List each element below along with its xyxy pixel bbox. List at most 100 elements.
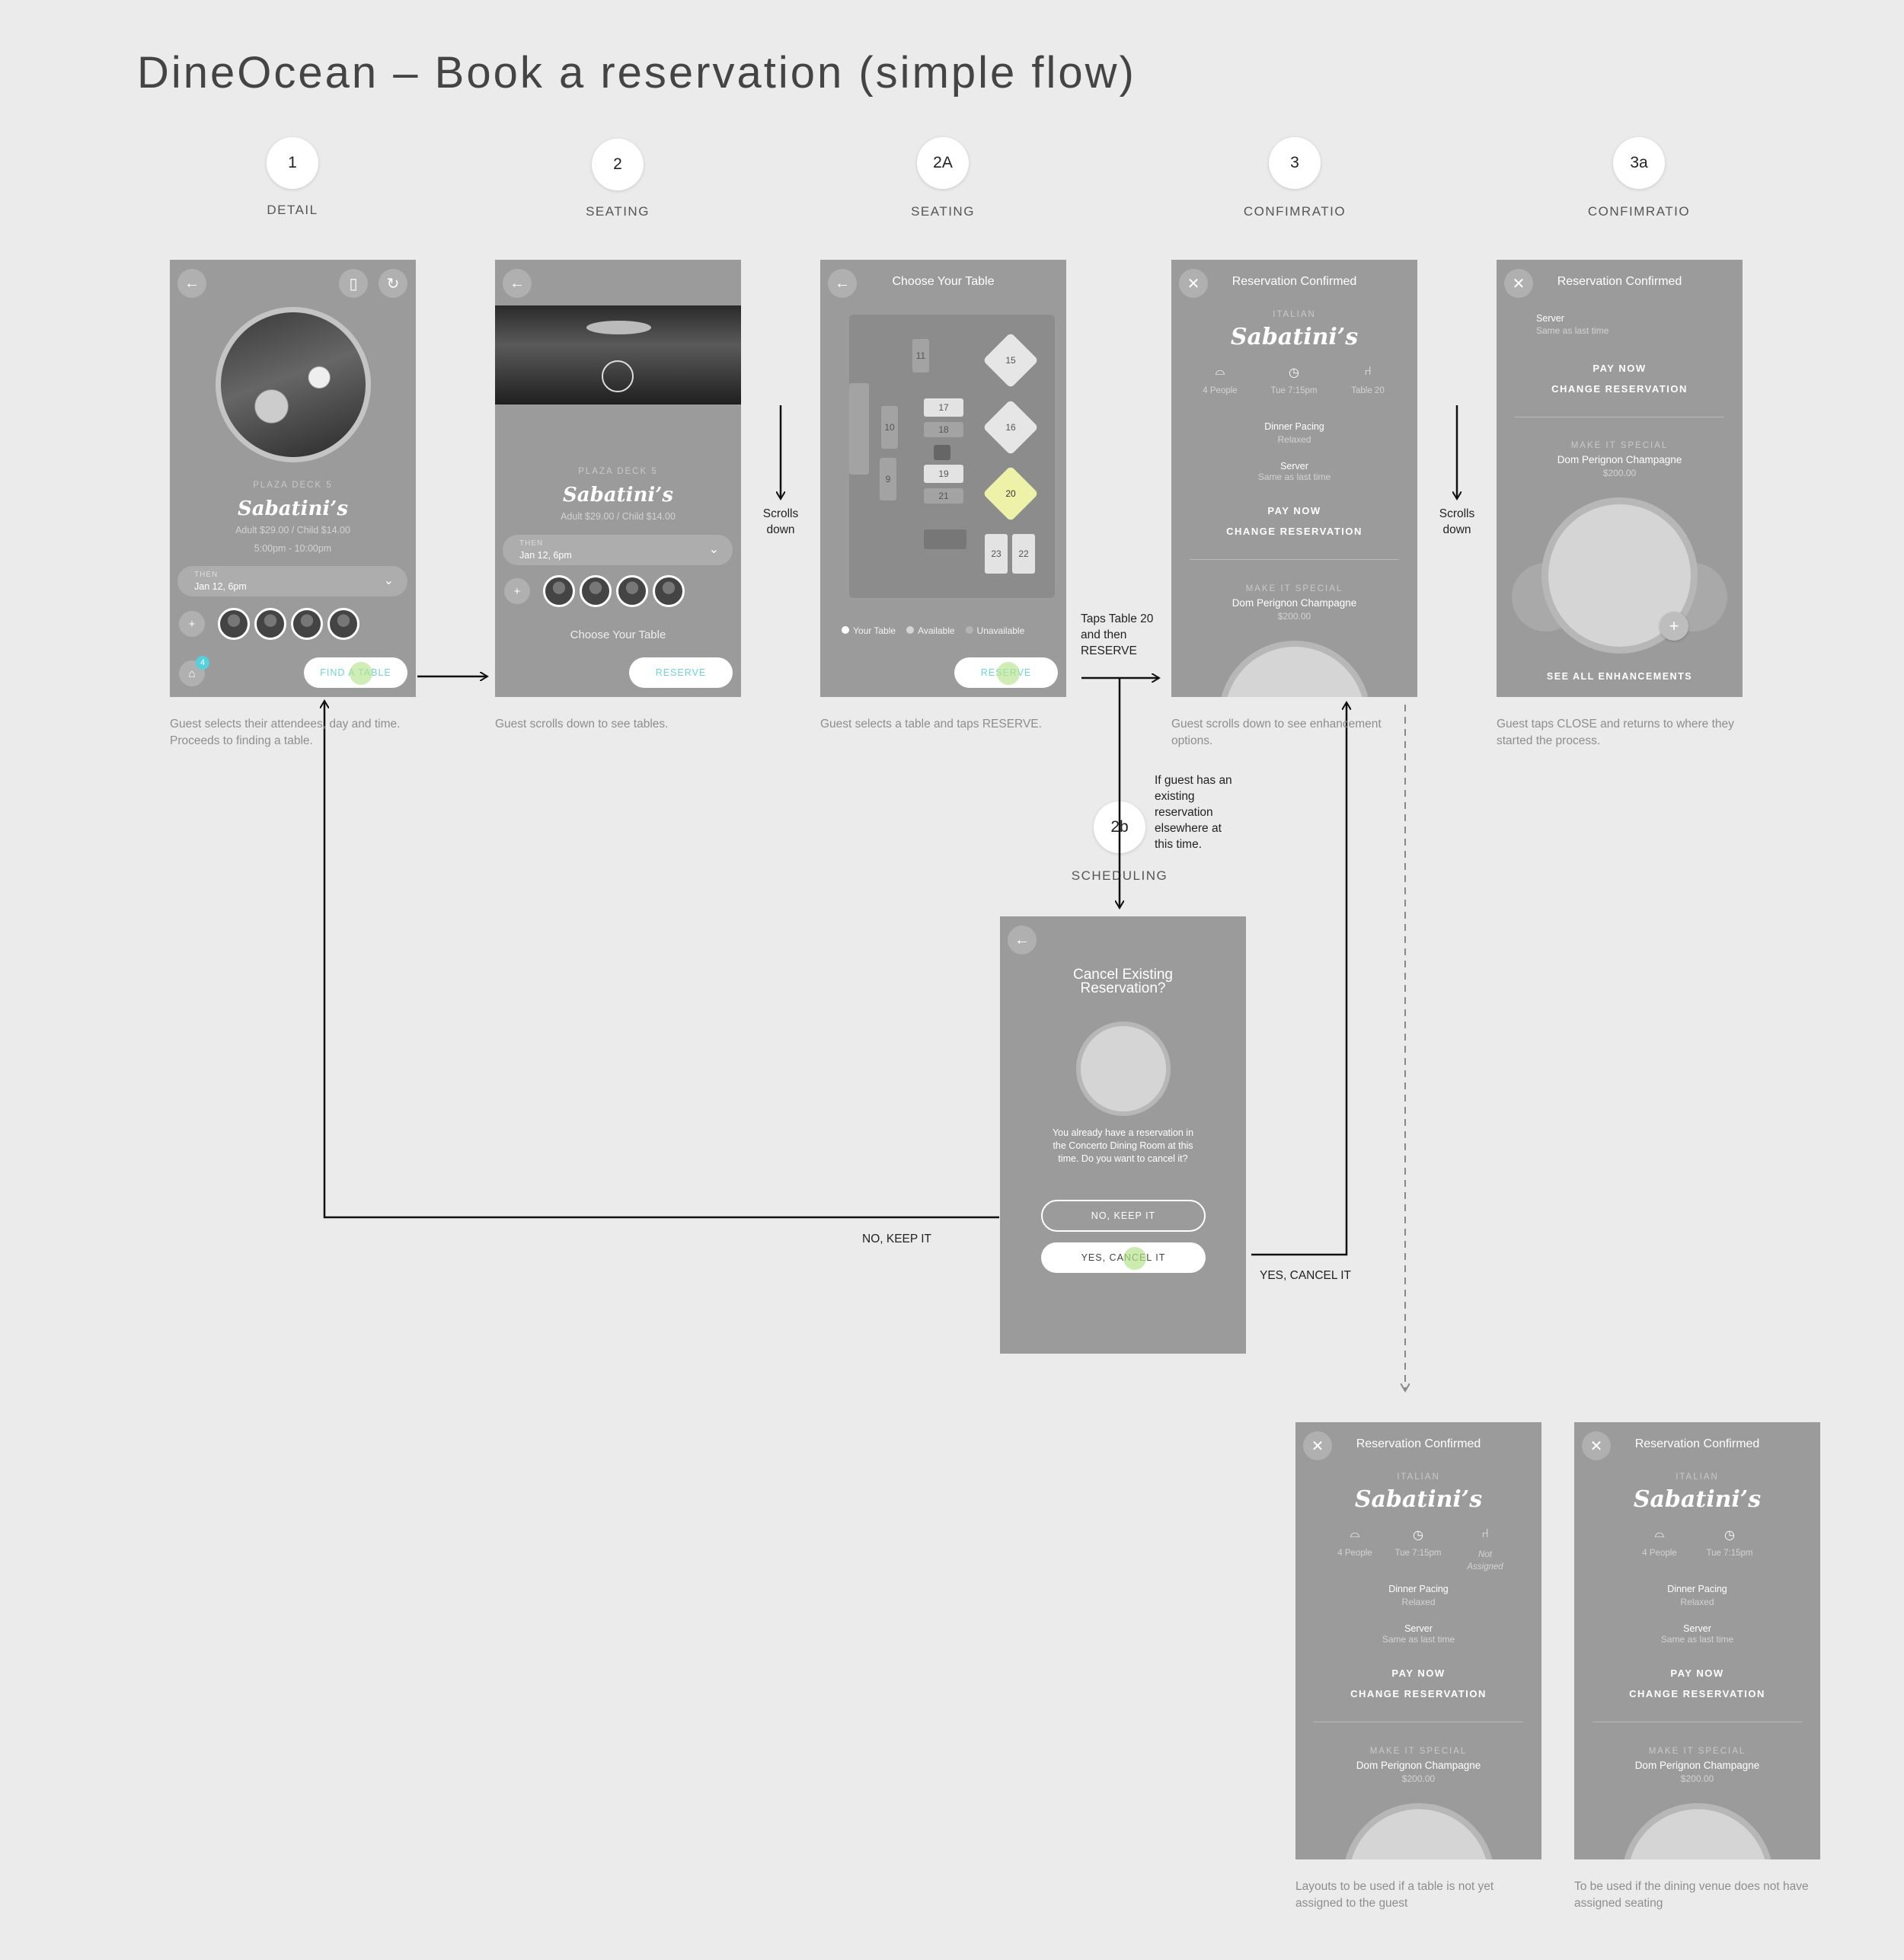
- bookmark-icon[interactable]: ▯: [339, 269, 368, 298]
- enhancement-image[interactable]: [1541, 497, 1698, 654]
- caption-variant-not-assigned: Layouts to be used if a table is not yet…: [1295, 1880, 1494, 1910]
- date-selector[interactable]: THEN Jan 12, 6pm ⌄: [503, 535, 733, 565]
- clock-icon: ◷: [1289, 366, 1299, 379]
- table-23[interactable]: 23: [985, 534, 1008, 574]
- share-icon[interactable]: ↻: [379, 269, 407, 298]
- venue-name: Sabatini’s: [1633, 1486, 1762, 1513]
- change-reservation-link[interactable]: CHANGE RESERVATION: [1226, 526, 1363, 537]
- back-icon[interactable]: ←: [1008, 926, 1037, 954]
- close-icon[interactable]: ✕: [1303, 1431, 1332, 1460]
- clock-icon: ◷: [1413, 1529, 1423, 1542]
- close-icon[interactable]: ✕: [1582, 1431, 1611, 1460]
- attendee-avatar[interactable]: [580, 575, 612, 607]
- add-enhancement-icon[interactable]: +: [1660, 612, 1688, 641]
- screen-header: Reservation Confirmed: [1557, 275, 1682, 288]
- price-text: Adult $29.00 / Child $14.00: [561, 511, 676, 522]
- change-reservation-link[interactable]: CHANGE RESERVATION: [1350, 1688, 1487, 1699]
- attendee-avatar[interactable]: [653, 575, 685, 607]
- pay-now-link[interactable]: PAY NOW: [1593, 363, 1647, 374]
- pacing-value: Relaxed: [1680, 1597, 1714, 1607]
- table-19[interactable]: 19: [924, 465, 963, 483]
- attendee-avatar[interactable]: [616, 575, 648, 607]
- close-icon[interactable]: ✕: [1504, 269, 1533, 298]
- deck-label: PLAZA DECK 5: [253, 481, 333, 490]
- table-16-label: 16: [1005, 422, 1016, 433]
- screen-header: Reservation Confirmed: [1356, 1437, 1481, 1450]
- screen-detail: ← ▯ ↻ PLAZA DECK 5 Sabatini’s Adult $29.…: [170, 260, 416, 697]
- hours-text: 5:00pm - 10:00pm: [254, 543, 332, 554]
- enhancement-price: $200.00: [1680, 1773, 1714, 1784]
- caption-variant-no-seating: To be used if the dining venue does not …: [1574, 1880, 1809, 1910]
- table-22[interactable]: 22: [1012, 534, 1035, 574]
- section-heading: Choose Your Table: [570, 628, 666, 641]
- cuisine-label: ITALIAN: [1397, 1472, 1440, 1482]
- table-17[interactable]: 17: [924, 398, 963, 417]
- step-marker-2a: 2A: [917, 137, 969, 189]
- date-selector[interactable]: THEN Jan 12, 6pm ⌄: [177, 566, 407, 596]
- screen-choose-table: ← Choose Your Table 10 9 11 17 18 19 21 …: [820, 260, 1066, 697]
- pacing-value: Relaxed: [1401, 1597, 1436, 1607]
- back-icon[interactable]: ←: [503, 269, 532, 298]
- legend-available: Available: [906, 625, 955, 636]
- pacing-label: Dinner Pacing: [1388, 1584, 1449, 1594]
- venue-name: Sabatini’s: [1230, 324, 1359, 350]
- server-label: Server: [1536, 313, 1564, 324]
- change-reservation-link[interactable]: CHANGE RESERVATION: [1629, 1688, 1765, 1699]
- change-reservation-link[interactable]: CHANGE RESERVATION: [1551, 383, 1688, 395]
- step-label-3a: CONFIMRATIO: [1587, 204, 1691, 219]
- server-label: Server: [1404, 1623, 1433, 1634]
- pay-now-link[interactable]: PAY NOW: [1267, 505, 1321, 516]
- back-icon[interactable]: ←: [177, 269, 206, 298]
- enhancement-name: Dom Perignon Champagne: [1356, 1760, 1481, 1771]
- see-all-enhancements-link[interactable]: SEE ALL ENHANCEMENTS: [1546, 671, 1693, 682]
- table-legend: Your Table Available Unavailable: [842, 625, 1024, 636]
- back-icon[interactable]: ←: [828, 269, 857, 298]
- reservation-time: Tue 7:15pm: [1394, 1549, 1442, 1558]
- enhancement-name: Dom Perignon Champagne: [1557, 454, 1682, 465]
- deck-label: PLAZA DECK 5: [578, 467, 658, 476]
- no-keep-it-button[interactable]: NO, KEEP IT: [1041, 1200, 1206, 1232]
- close-icon[interactable]: ✕: [1179, 269, 1208, 298]
- reservation-time: Tue 7:15pm: [1270, 386, 1318, 395]
- cloche-icon: ⌓: [1350, 1527, 1360, 1540]
- tap-indicator: [350, 662, 372, 685]
- add-guest-icon[interactable]: +: [504, 578, 530, 604]
- add-guest-icon[interactable]: +: [179, 611, 205, 637]
- pay-now-link[interactable]: PAY NOW: [1670, 1667, 1724, 1679]
- venue-photo: [216, 307, 371, 462]
- tap-indicator: [1123, 1247, 1146, 1270]
- cloche-icon: ⌓: [1654, 1527, 1665, 1540]
- attendee-avatar[interactable]: [291, 608, 323, 640]
- price-text: Adult $29.00 / Child $14.00: [235, 525, 350, 536]
- enhancement-price: $200.00: [1401, 1773, 1436, 1784]
- attendee-avatar[interactable]: [218, 608, 250, 640]
- table-9: 9: [880, 458, 896, 500]
- attendee-avatar[interactable]: [543, 575, 575, 607]
- chevron-down-icon: ⌄: [708, 543, 719, 556]
- attendee-avatar[interactable]: [254, 608, 286, 640]
- reserve-button[interactable]: RESERVE: [629, 657, 733, 688]
- screen-seating: ← PLAZA DECK 5 Sabatini’s Adult $29.00 /…: [495, 260, 741, 697]
- server-value: Same as last time: [1382, 1634, 1455, 1645]
- enhancement-name: Dom Perignon Champagne: [1232, 597, 1357, 609]
- caption-confirmation-scrolled: Guest taps CLOSE and returns to where th…: [1497, 718, 1734, 747]
- step-label-2a: SEATING: [911, 204, 975, 219]
- note-yes-cancel-it: YES, CANCEL IT: [1260, 1269, 1352, 1282]
- attendee-avatar[interactable]: [327, 608, 359, 640]
- table-18: 18: [924, 422, 963, 437]
- pay-now-link[interactable]: PAY NOW: [1391, 1667, 1446, 1679]
- enhancement-name: Dom Perignon Champagne: [1634, 1760, 1760, 1771]
- screen-confirmation: ✕ Reservation Confirmed ITALIAN Sabatini…: [1171, 260, 1417, 697]
- arrow-keep-to-1: [324, 701, 999, 1219]
- party-size: 4 People: [1337, 1549, 1372, 1558]
- arrow-cancel-to-3: [1251, 702, 1347, 1256]
- make-it-special-label: MAKE IT SPECIAL: [1648, 1747, 1746, 1756]
- table-number: Table 20: [1351, 386, 1385, 395]
- step-marker-3a: 3a: [1613, 137, 1665, 189]
- table-15-label: 15: [1005, 355, 1016, 366]
